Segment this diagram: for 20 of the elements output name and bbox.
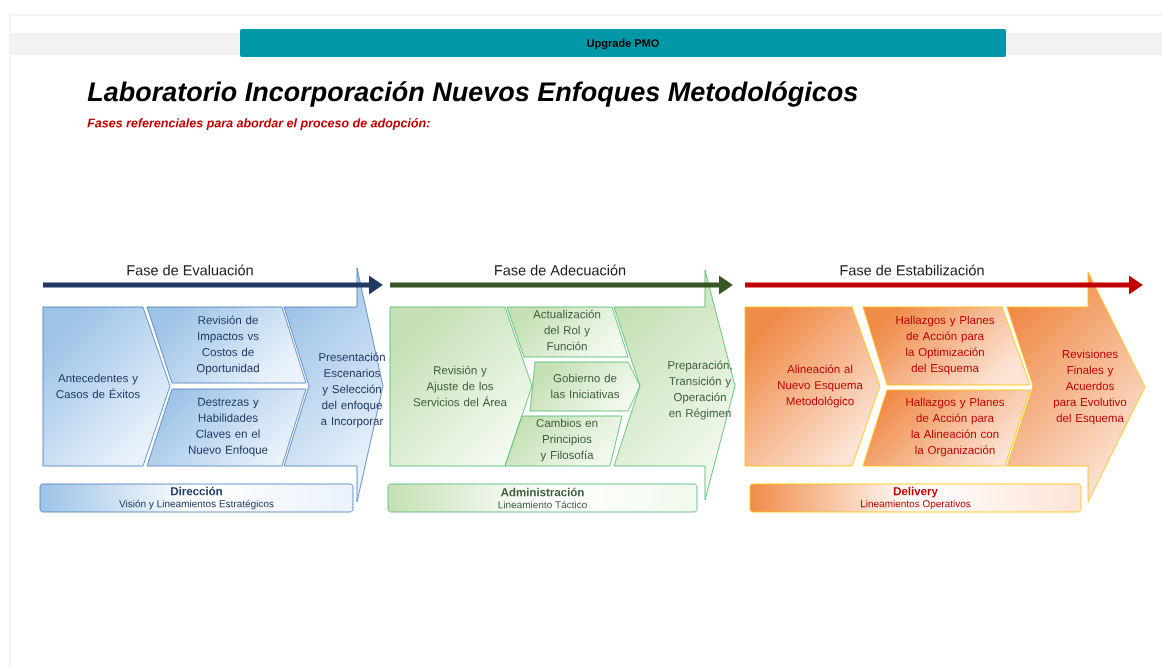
chevron-box: Actualización del Rol y Función xyxy=(506,306,629,358)
chevron-box: Revisión y Ajuste de los Servicios del Área xyxy=(389,306,533,467)
banner: Upgrade PMO xyxy=(240,29,1006,57)
chevron-box: Antecedentes y Casos de Éxitos xyxy=(42,306,171,467)
chevron-box: Presentación Escenarios y Selección del enfoque a Incorporar xyxy=(283,267,385,503)
chevron-box: Revisiones Finales y Acuerdos para Evolutivo del Esquema xyxy=(1006,271,1146,503)
chevron-box: Cambios en Principios y Filosofía xyxy=(504,415,623,467)
band: Administración Lineamiento Táctico xyxy=(387,483,698,513)
subtitle: Fases referenciales para abordar el proceso de adopción: xyxy=(87,118,430,130)
chevron-box: Hallazgos y Planes de Acción para la Alineación con la Organización xyxy=(862,389,1031,467)
chevron-box: Hallazgos y Planes de Acción para la Optimización del Esquema xyxy=(862,306,1031,386)
band: Delivery Lineamientos Operativos xyxy=(749,483,1082,513)
chevron-box: Destrezas y Habilidades Claves en el Nuevo Enfoque xyxy=(146,388,307,467)
phase-label: Fase de Evaluación xyxy=(127,264,253,276)
phase-label: Fase de Estabilización xyxy=(840,264,984,276)
chevron-box: Gobierno de las Iniciativas xyxy=(529,361,641,412)
title: Laboratorio Incorporación Nuevos Enfoques Metodológicos xyxy=(87,81,858,107)
chevron-box: Revisión de Impactos vs Costos de Oportunidad xyxy=(146,306,307,384)
band: Dirección Visión y Lineamientos Estratégicos xyxy=(39,483,354,513)
chevron-box: Alineación al Nuevo Esquema Metodológico xyxy=(744,306,881,467)
